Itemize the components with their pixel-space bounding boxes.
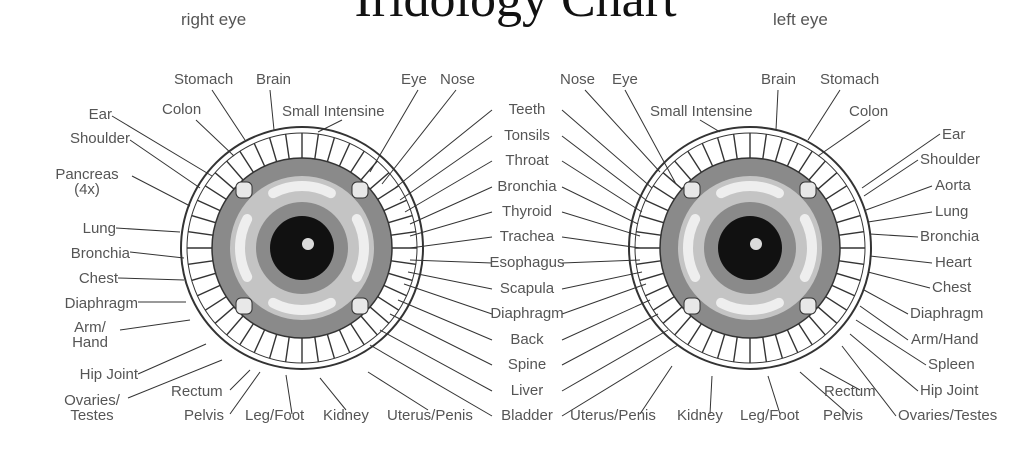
label-right-shoulder: Shoulder xyxy=(40,131,130,146)
label-right-pancreas: Pancreas (4x) xyxy=(42,167,132,197)
label-center-teeth: Teeth xyxy=(467,102,587,117)
leader-line xyxy=(700,120,720,132)
leader-line xyxy=(866,186,932,210)
label-center-bronchia: Bronchia xyxy=(467,179,587,194)
label-right-colon: Colon xyxy=(162,102,201,117)
label-right-brain: Brain xyxy=(256,72,291,87)
right-iris-node xyxy=(352,182,368,198)
label-left-arm-hand: Arm/Hand xyxy=(911,332,979,347)
label-right-leg-foot: Leg/Foot xyxy=(245,408,304,423)
label-left-shoulder: Shoulder xyxy=(920,152,980,167)
label-center-spine: Spine xyxy=(467,357,587,372)
leader-line xyxy=(212,90,245,140)
label-center-trachea: Trachea xyxy=(467,229,587,244)
label-left-leg-foot: Leg/Foot xyxy=(740,408,799,423)
label-right-stomach: Stomach xyxy=(174,72,233,87)
leader-line xyxy=(116,228,180,232)
leader-line xyxy=(776,90,778,130)
left-pupil xyxy=(718,216,782,280)
leader-line xyxy=(368,372,428,410)
label-right-ovaries: Ovaries/ Testes xyxy=(56,393,128,423)
leader-line xyxy=(842,346,896,416)
leader-line xyxy=(382,90,456,184)
label-right-eye: Eye xyxy=(401,72,427,87)
label-right-arm-hand: Arm/ Hand xyxy=(60,320,120,350)
label-left-lung: Lung xyxy=(935,204,968,219)
label-left-bronchia: Bronchia xyxy=(920,229,979,244)
label-left-brain: Brain xyxy=(761,72,796,87)
left-pupil-highlight xyxy=(750,238,762,250)
right-pupil-highlight xyxy=(302,238,314,250)
leader-line xyxy=(230,370,250,390)
leader-line xyxy=(120,320,190,330)
leader-line xyxy=(870,256,932,263)
label-right-rectum: Rectum xyxy=(171,384,223,399)
label-left-nose: Nose xyxy=(560,72,595,87)
label-center-back: Back xyxy=(467,332,587,347)
label-right-small-intestine: Small Intensine xyxy=(282,104,385,119)
leader-line xyxy=(130,252,184,258)
leader-line xyxy=(320,378,346,410)
leader-line xyxy=(132,176,190,206)
label-right-chest: Chest xyxy=(40,271,118,286)
label-center-diaphragm: Diaphragm xyxy=(467,306,587,321)
label-right-nose: Nose xyxy=(440,72,475,87)
label-left-colon: Colon xyxy=(849,104,888,119)
leader-line xyxy=(196,120,234,156)
label-left-hip-joint: Hip Joint xyxy=(920,383,978,398)
label-right-ear: Ear xyxy=(60,107,112,122)
label-right-pelvis: Pelvis xyxy=(184,408,224,423)
label-left-ovaries: Ovaries/Testes xyxy=(898,408,997,423)
right-iris-node xyxy=(236,298,252,314)
label-left-rectum: Rectum xyxy=(824,384,876,399)
leader-line xyxy=(818,120,870,156)
label-left-spleen: Spleen xyxy=(928,357,975,372)
label-center-esophagus: Esophagus xyxy=(467,255,587,270)
right-pupil xyxy=(270,216,334,280)
leader-line xyxy=(860,306,908,340)
label-left-pelvis: Pelvis xyxy=(823,408,863,423)
label-right-lung: Lung xyxy=(40,221,116,236)
leader-line xyxy=(118,278,184,280)
leader-line xyxy=(808,90,840,140)
right-iris-node xyxy=(236,182,252,198)
label-center-tonsils: Tonsils xyxy=(467,128,587,143)
right-iris-node xyxy=(352,298,368,314)
label-right-hip-joint: Hip Joint xyxy=(40,367,138,382)
label-right-kidney: Kidney xyxy=(323,408,369,423)
label-left-diaphragm: Diaphragm xyxy=(910,306,983,321)
leader-line xyxy=(864,160,918,196)
label-left-stomach: Stomach xyxy=(820,72,879,87)
label-left-aorta: Aorta xyxy=(935,178,971,193)
leader-line xyxy=(868,212,932,222)
label-left-heart: Heart xyxy=(935,255,972,270)
label-center-throat: Throat xyxy=(467,153,587,168)
left-iris-node xyxy=(684,182,700,198)
label-center-scapula: Scapula xyxy=(467,281,587,296)
leader-line xyxy=(868,272,930,288)
left-iris-node xyxy=(684,298,700,314)
label-left-ear: Ear xyxy=(942,127,965,142)
label-center-bladder: Bladder xyxy=(467,408,587,423)
leader-line xyxy=(270,90,274,130)
left-iris-node xyxy=(800,182,816,198)
label-left-kidney: Kidney xyxy=(677,408,723,423)
leader-line xyxy=(138,344,206,374)
label-center-thyroid: Thyroid xyxy=(467,204,587,219)
label-right-diaphragm: Diaphragm xyxy=(20,296,138,311)
label-left-uterus: Uterus/Penis xyxy=(570,408,656,423)
leader-line xyxy=(870,234,918,237)
label-left-eye: Eye xyxy=(612,72,638,87)
left-iris-node xyxy=(800,298,816,314)
label-left-small-intestine: Small Intensine xyxy=(650,104,753,119)
label-center-liver: Liver xyxy=(467,383,587,398)
leader-line xyxy=(585,90,660,172)
label-right-bronchia: Bronchia xyxy=(40,246,130,261)
label-right-uterus: Uterus/Penis xyxy=(387,408,473,423)
leader-line xyxy=(864,290,908,314)
label-left-chest: Chest xyxy=(932,280,971,295)
